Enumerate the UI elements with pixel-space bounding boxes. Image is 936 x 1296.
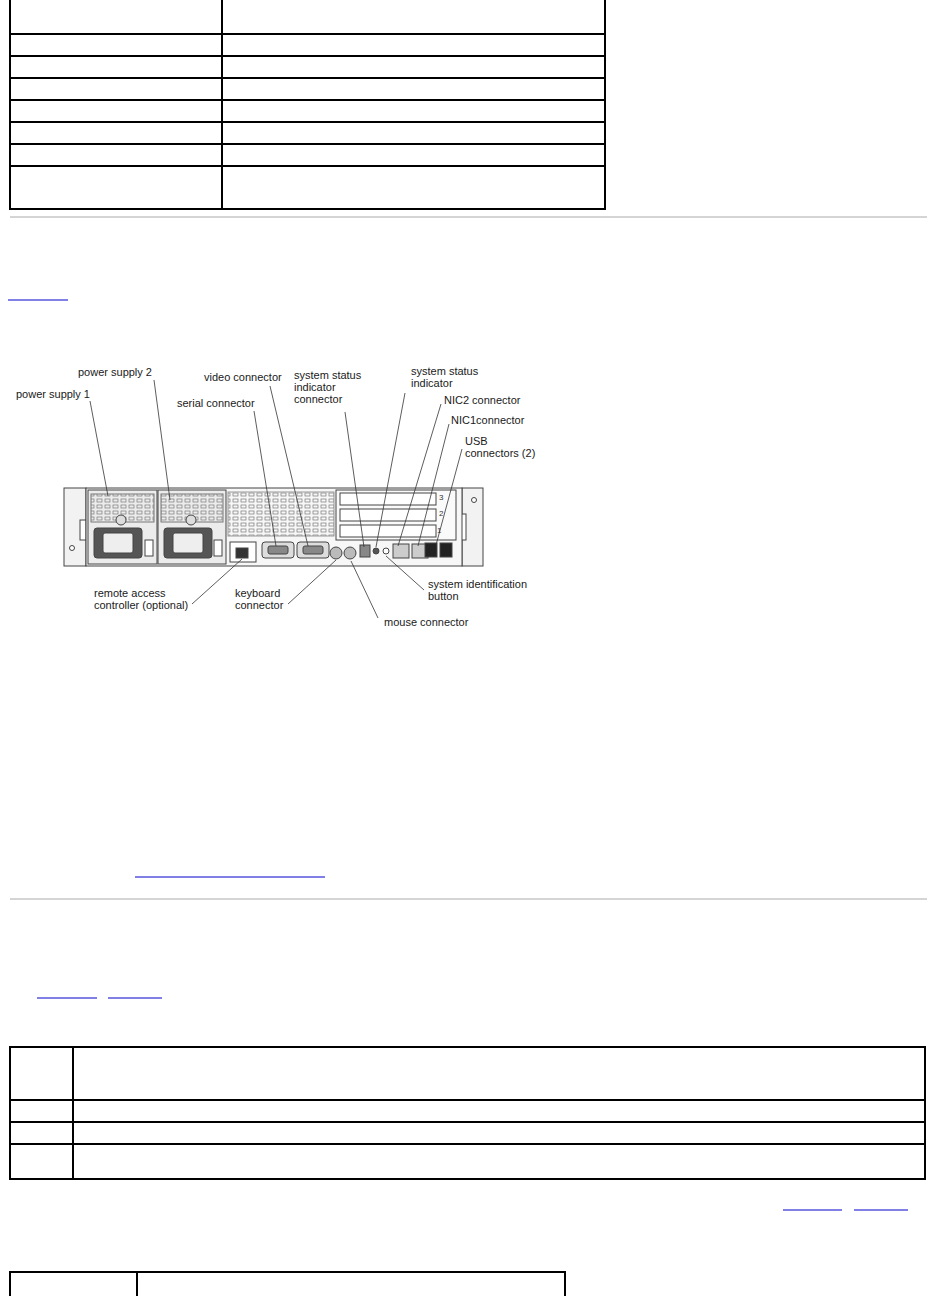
- link-underline: [108, 998, 162, 999]
- link-underline: [135, 877, 325, 878]
- callout-label: keyboard connector: [235, 587, 291, 611]
- link-underline: [783, 1210, 842, 1211]
- callout-label: video connector: [204, 371, 304, 383]
- callout-label: system status indicator: [411, 365, 481, 389]
- empty-table: [10, 1047, 925, 1179]
- callout-label: NIC1connector: [451, 414, 551, 426]
- callout-label: system identification button: [428, 578, 534, 602]
- callout-label: serial connector: [177, 397, 277, 409]
- callout-label: NIC2 connector: [444, 394, 544, 406]
- rule: [10, 899, 927, 900]
- server-back-panel: [64, 488, 483, 566]
- slot-number: 2: [439, 509, 449, 518]
- callout-label: power supply 2: [78, 366, 188, 378]
- callout-label: power supply 1: [16, 388, 126, 400]
- rule: [10, 217, 927, 218]
- empty-table: [10, 0, 605, 209]
- callout-label: remote access controller (optional): [94, 587, 198, 611]
- callout-label: mouse connector: [384, 616, 494, 628]
- empty-table: [10, 1272, 565, 1296]
- callout-label: system status indicator connector: [294, 369, 364, 405]
- link-underline: [37, 998, 97, 999]
- callout-label: USB connectors (2): [465, 435, 539, 459]
- slot-number: 3: [439, 493, 449, 502]
- link-underline: [854, 1210, 908, 1211]
- slot-number: 1: [437, 526, 447, 535]
- leader-lines: [90, 380, 462, 618]
- link-underline: [8, 300, 68, 301]
